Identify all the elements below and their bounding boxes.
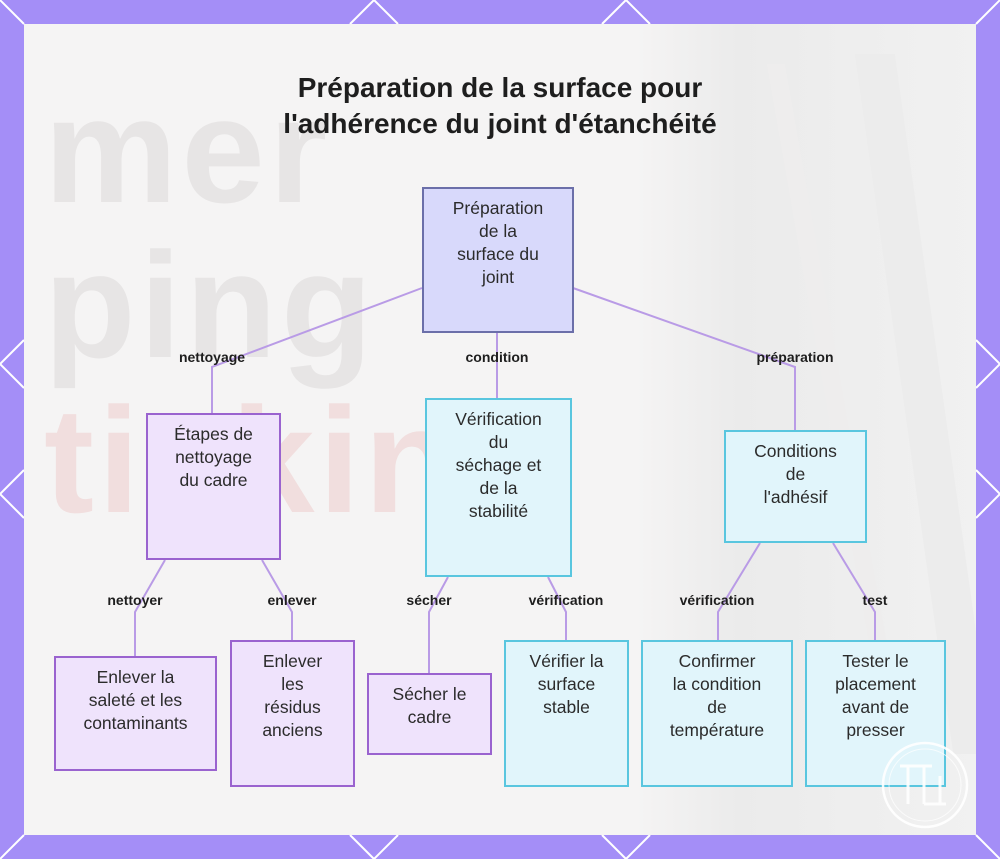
edge-test [832,542,876,641]
edge-label-nettoyer: nettoyer [107,592,163,608]
edge-label-secher: sécher [406,592,452,608]
node-remove-dirt: Enlever la saleté et les contaminants [54,656,217,771]
edge-label-verification: vérification [528,592,604,608]
node-dry-frame: Sécher le cadre [367,673,492,755]
background-word: ping [44,221,377,389]
node-line: nettoyage [175,447,252,467]
node-line: surface du [457,244,539,264]
edge-label-condition: condition [465,349,529,365]
node-remove-residue: Enlever les résidus anciens [230,640,355,787]
edge-label-enlever: enlever [267,592,317,608]
node-test-placement: Tester le placement avant de presser [805,640,946,787]
node-adhesive: Conditions de l'adhésif [724,430,867,543]
node-line: de [707,697,727,717]
node-line: stable [543,697,590,717]
node-line: Tester le [842,651,909,671]
node-line: de la [479,478,518,498]
node-confirm-temperature: Confirmer la condition de température [641,640,793,787]
title-line: Préparation de la surface pour [297,72,703,103]
edge-enlever [261,559,293,641]
node-line: anciens [262,720,323,740]
node-line: la condition [672,674,762,694]
edge-nettoyer [134,559,166,657]
node-line: du [488,432,509,452]
node-line: de [785,464,806,484]
edge-label-verification: vérification [679,592,755,608]
node-line: surface [537,674,596,694]
node-line: Vérifier la [529,651,604,671]
node-line: Conditions [754,441,837,461]
edge-nettoyage [211,287,423,415]
node-line: contaminants [83,713,188,733]
edge-preparation [572,287,796,431]
node-line: Enlever [262,651,323,671]
title-line: l'adhérence du joint d'étanchéité [283,108,717,139]
node-line: de la [479,221,517,241]
edge-verification2 [717,542,761,641]
node-drying: Vérification du séchage et de la stabili… [425,398,572,577]
node-line: cadre [407,707,452,727]
node-line: l'adhésif [763,487,828,507]
edge-label-preparation: préparation [756,349,834,365]
node-line: avant de [841,697,910,717]
node-line: du cadre [179,470,248,490]
node-line: Étapes de [174,424,253,444]
node-line: les [281,674,304,694]
edge-secher [428,576,449,674]
edge-label-test: test [862,592,888,608]
node-line: saleté et les [88,690,183,710]
node-line: Enlever la [96,667,175,687]
edge-label-nettoyage: nettoyage [178,349,246,365]
node-line: Préparation [452,198,544,218]
node-cleaning: Étapes de nettoyage du cadre [146,413,281,560]
diagram-title: Préparation de la surface pour l'adhéren… [200,70,800,142]
node-line: résidus [264,697,321,717]
edge-verification1 [547,576,567,641]
node-line: stabilité [468,501,529,521]
node-line: placement [835,674,916,694]
node-line: presser [846,720,905,740]
background-word: mer [44,66,332,234]
node-root: Préparation de la surface du joint [422,187,574,333]
node-line: joint [481,267,515,287]
node-line: Sécher le [392,684,467,704]
node-line: séchage et [455,455,542,475]
node-verify-surface: Vérifier la surface stable [504,640,629,787]
monogram-logo-icon [881,741,969,829]
node-line: Confirmer [678,651,756,671]
node-line: Vérification [455,409,542,429]
node-line: température [669,720,765,740]
